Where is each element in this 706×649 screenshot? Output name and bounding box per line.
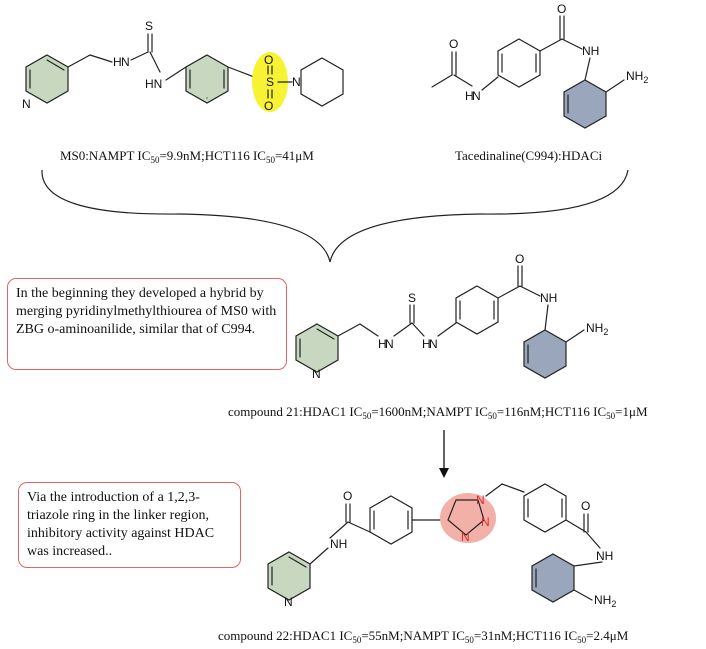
ms0-pyridine-ring [25, 54, 69, 104]
ms0-caption: MS0:NAMPT IC50=9.9nM;HCT116 IC50=41μM [60, 148, 314, 165]
ms0-pyridine-n: N [22, 97, 31, 111]
c22-benzene-ring-right [523, 483, 567, 533]
ms0-piperidine-n: N [292, 75, 301, 89]
c21-pyridine-n: N [312, 367, 321, 381]
merge-brace [41, 169, 629, 263]
c22-benzene-ring-left [369, 495, 413, 545]
c21-aniline-ring [523, 329, 567, 379]
c22-amide-o-right: O [581, 499, 590, 513]
compound-22-caption: compound 22:HDAC1 IC50=55nM;NAMPT IC50=3… [218, 628, 629, 645]
c21-nh2: NH2 [586, 321, 608, 337]
c21-pyridine-ring [295, 323, 339, 373]
c994-amide-o: O [557, 2, 566, 16]
sulfonyl-highlight [252, 52, 288, 112]
c994-acetamide-n: H [465, 89, 474, 103]
ms0-piperidine-ring [300, 57, 344, 107]
c22-nh2: NH2 [594, 593, 616, 609]
c994-structure: O H N O NH NH2 [431, 2, 648, 129]
compound-21-caption: compound 21:HDAC1 IC50=1600nM;NAMPT IC50… [228, 404, 648, 421]
compound-21-structure: N H N S H N O NH NH2 [295, 252, 608, 381]
c994-caption: Tacedinaline(C994):HDACi [455, 148, 602, 163]
ms0-thiourea-n-left: N [121, 55, 130, 69]
c994-nh2: NH2 [626, 69, 648, 85]
c22-amide-o-left: O [343, 489, 352, 503]
c21-thiourea-nh-left: H [378, 337, 387, 351]
c994-amide-nh: NH [582, 44, 599, 58]
c22-pyridine-ring [267, 551, 311, 601]
ms0-sulfonyl-s: S [266, 75, 274, 89]
c22-triazole-n2: N [481, 515, 490, 529]
reaction-arrow [439, 430, 449, 478]
c994-acetyl-o: O [449, 37, 458, 51]
c22-amide-nh-right: NH [596, 549, 613, 563]
triazole-design-note: Via the introduction of a 1,2,3-triazole… [18, 482, 241, 568]
c21-thiourea-s: S [408, 291, 416, 305]
c22-triazole-n1: N [476, 493, 485, 507]
c22-aniline-ring [531, 553, 575, 603]
ms0-thiourea-nh-left: H [113, 55, 122, 69]
c21-thiourea-nh-right: H [422, 337, 431, 351]
c21-benzene-ring [455, 285, 499, 335]
ms0-structure: N H N S HN S O O N [22, 19, 344, 113]
compound-22-structure: N NH O N N N O NH NH2 [267, 483, 616, 609]
c21-amide-o: O [515, 252, 524, 266]
hybrid-design-note: In the beginning they developed a hybrid… [7, 278, 287, 370]
ms0-thiourea-nh-right: HN [145, 77, 162, 91]
c994-aniline-ring [563, 79, 607, 129]
svg-text:N: N [429, 337, 438, 351]
c22-triazole-n3: N [461, 530, 470, 544]
ms0-sulfonyl-o-bottom: O [264, 99, 273, 113]
svg-text:N: N [472, 89, 481, 103]
svg-text:N: N [385, 337, 394, 351]
ms0-sulfonyl-o-top: O [264, 53, 273, 67]
ms0-benzene-ring [185, 54, 229, 104]
c21-amide-nh: NH [540, 291, 557, 305]
c994-benzene-ring [497, 38, 541, 88]
c22-triazole-ring [447, 499, 485, 536]
c22-amide-nh-left: NH [330, 537, 347, 551]
c22-pyridine-n: N [284, 595, 293, 609]
ms0-thiourea-s: S [145, 19, 153, 33]
